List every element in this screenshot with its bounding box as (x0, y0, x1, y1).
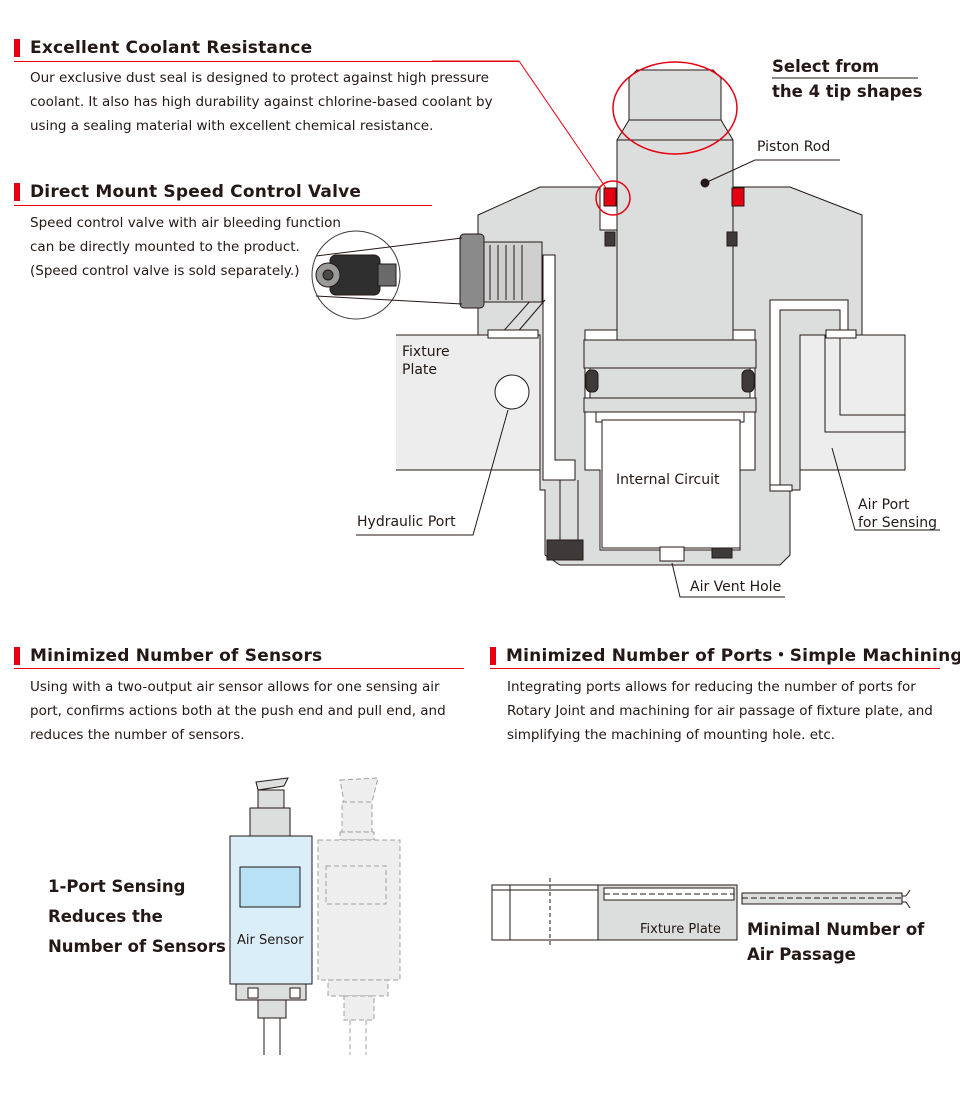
dust-seal-right (731, 187, 745, 207)
fixture-plate-label: Fixture Plate (402, 343, 450, 379)
seal-highlight-circle (595, 180, 631, 216)
sensors-section-title: Minimized Number of Sensors (14, 645, 322, 667)
fixture-plate-small-label: Fixture Plate (640, 922, 721, 937)
minimal-passage-line: Air Passage (747, 945, 856, 964)
air-port-line: Air Port (858, 497, 910, 513)
hydraulic-passage (542, 254, 576, 481)
tip-shapes-label: Select from the 4 tip shapes (772, 54, 922, 104)
speed-valve-body-line: Speed control valve with air bleeding fu… (30, 215, 341, 231)
air-port-label: Air Port for Sensing (858, 496, 937, 532)
hydraulic-port-label: Hydraulic Port (357, 514, 456, 530)
fixture-plate-line: Fixture (402, 344, 450, 360)
piston-oring-left (585, 369, 599, 393)
ghost-sensor (317, 777, 401, 1055)
speed-valve-body-line: (Speed control valve is sold separately.… (30, 263, 300, 279)
sensors-title-rule (14, 668, 464, 669)
speed-valve-title-rule (14, 205, 432, 206)
coolant-section-body: Our exclusive dust seal is designed to p… (30, 70, 493, 134)
ports-title-rule (490, 668, 940, 669)
tip-shapes-line: the 4 tip shapes (772, 82, 923, 101)
tip-shapes-line: Select from (772, 57, 880, 76)
air-port-line: for Sensing (858, 515, 938, 531)
minimal-passage-line: Minimal Number of (747, 920, 925, 939)
sensor-screen (239, 866, 301, 908)
air-vent-label: Air Vent Hole (690, 579, 782, 595)
piston-oring-right (741, 369, 755, 393)
air-sensor-label: Air Sensor (237, 933, 304, 948)
coolant-section-title: Excellent Coolant Resistance (14, 37, 312, 59)
internal-circuit-label: Internal Circuit (616, 472, 720, 488)
hydraulic-port-ball (494, 374, 530, 410)
one-port-sensing-line: Number of Sensors (48, 937, 226, 956)
one-port-sensing-line: Reduces the (48, 907, 163, 926)
speed-valve-section-title: Direct Mount Speed Control Valve (14, 181, 361, 203)
one-port-sensing-line: 1-Port Sensing (48, 877, 186, 896)
fixture-plate-line: Plate (402, 362, 438, 378)
sensors-section-body: Using with a two-output air sensor allow… (30, 679, 446, 743)
dust-seal-left (603, 187, 617, 207)
piston-rod-label: Piston Rod (757, 139, 831, 155)
ports-section-title: Minimized Number of Ports・Simple Machini… (490, 645, 960, 667)
one-port-sensing-label: 1-Port Sensing Reduces the Number of Sen… (48, 872, 226, 962)
speed-valve-photo (311, 230, 463, 320)
speed-valve-body-line: can be directly mounted to the product. (30, 239, 300, 255)
piston-head (583, 339, 757, 369)
speed-valve-cap (459, 233, 485, 309)
coolant-title-rule (14, 61, 519, 62)
speed-valve-section-body: Speed control valve with air bleeding fu… (30, 211, 350, 283)
ports-section-body: Integrating ports allows for reducing th… (507, 679, 933, 743)
minimal-passage-label: Minimal Number of Air Passage (747, 917, 924, 967)
real-sensor (229, 777, 313, 1055)
internal-circuit-block (601, 419, 741, 549)
tip-highlight-circle (612, 61, 738, 155)
